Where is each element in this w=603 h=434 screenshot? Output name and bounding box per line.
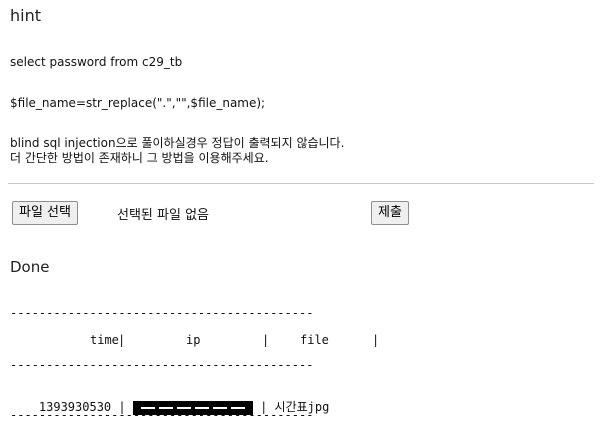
header-file: file xyxy=(300,333,329,347)
file-select-button[interactable]: 파일 선택 xyxy=(12,201,78,225)
hint-title: hint xyxy=(10,6,41,25)
header-sep-2: | xyxy=(262,333,270,347)
row-file: 시간표jpg xyxy=(274,400,330,414)
file-status-text: 선택된 파일 없음 xyxy=(117,208,209,223)
header-sep-1: | xyxy=(118,333,126,347)
status-text: Done xyxy=(10,258,50,276)
table-separator-top: ----------------------------------------… xyxy=(10,306,314,320)
table-separator-bottom: ----------------------------------------… xyxy=(10,408,314,422)
query-text: select password from c29_tb xyxy=(10,55,183,69)
code-text: $file_name=str_replace(".","",$file_name… xyxy=(10,96,266,110)
table-separator-mid: ----------------------------------------… xyxy=(10,358,314,372)
table-header-row: time xyxy=(10,333,119,347)
header-time: time xyxy=(90,333,119,347)
header-ip: ip xyxy=(186,333,201,347)
row-time: 1393930530 xyxy=(38,400,112,414)
table-row: 1393930530 | | 시간표jpg xyxy=(38,400,330,415)
submit-button[interactable]: 제출 xyxy=(371,201,409,225)
divider xyxy=(8,183,594,184)
note-line-1: blind sql injection으로 풀이하실경우 정답이 출력되지 않습… xyxy=(10,136,345,150)
header-sep-3: | xyxy=(372,333,380,347)
redacted-ip-block xyxy=(132,400,253,415)
note-line-2: 더 간단한 방법이 존재하니 그 방법을 이용해주세요. xyxy=(10,151,269,165)
